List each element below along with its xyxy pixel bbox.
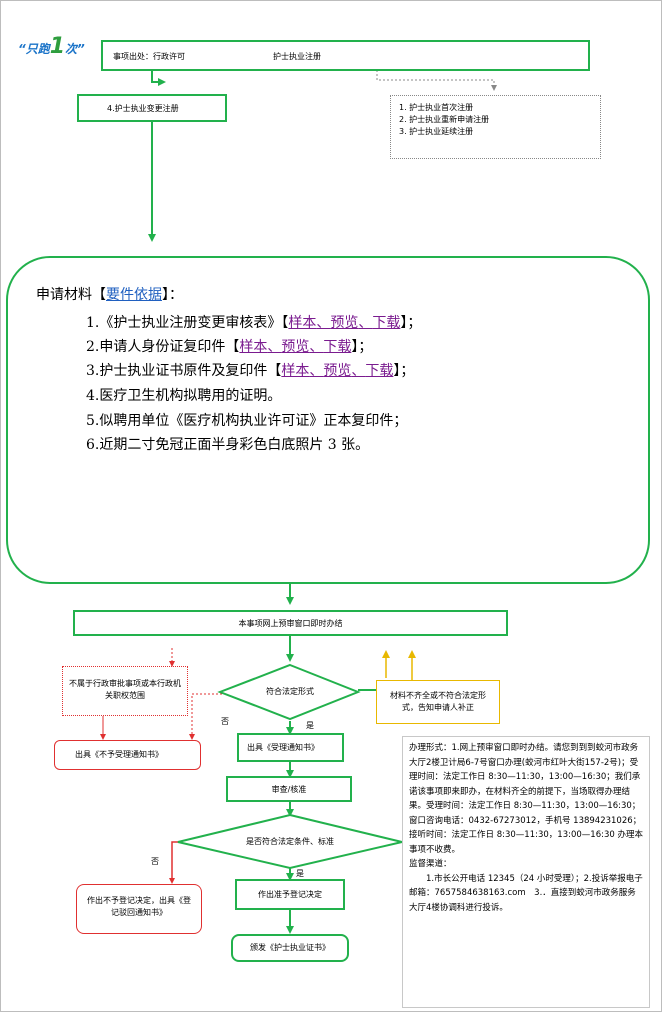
materials-title: 申请材料【要件依据】： bbox=[36, 287, 183, 303]
logo-text-pre: “只跑 bbox=[18, 42, 50, 56]
online-processing-label: 本事项网上预审窗口即时办结 bbox=[238, 619, 343, 628]
logo-number: 1 bbox=[49, 34, 66, 59]
decision2-no-label: 否 bbox=[151, 857, 159, 866]
approve-decision-box: 作出准予登记决定 bbox=[235, 879, 345, 910]
sample-link[interactable]: 样本 bbox=[281, 363, 310, 379]
review-box: 审查/核准 bbox=[226, 776, 352, 802]
material-item-6: 6.近期二寸免冠正面半身彩色白底照片 3 张。 bbox=[86, 437, 370, 453]
other-item[interactable]: 3. 护士执业延续注册 bbox=[399, 127, 474, 136]
connector-dotted-other bbox=[376, 70, 497, 91]
item-name: 护士执业注册 bbox=[273, 52, 321, 61]
sample-link[interactable]: 样本 bbox=[288, 315, 317, 331]
reject-notice-box: 出具《不予受理通知书》 bbox=[54, 740, 201, 770]
decision1-diamond bbox=[217, 663, 361, 721]
connector-decision1-no bbox=[189, 693, 222, 740]
header-bar: 事项出处：行政许可 护士执业注册 bbox=[101, 40, 590, 71]
info-supervision-channels: 1.市长公开电话 12345（24 小时受理）；2.投诉举报电子邮箱：76575… bbox=[409, 873, 643, 913]
info-processing: 办理形式：1.网上预审窗口即时办结。请您到到到蛟河市政务大厅2楼卫计局6-7号窗… bbox=[409, 743, 641, 811]
issue-certificate-label: 颁发《护士执业证书》 bbox=[250, 943, 330, 952]
materials-box: 申请材料【要件依据】： 1.《护士执业注册变更审核表》【样本、预览、下载】； 2… bbox=[6, 256, 650, 584]
preview-link[interactable]: 预览 bbox=[281, 339, 310, 355]
not-in-scope-label: 不属于行政审批事项或本行政机关职权范围 bbox=[69, 679, 181, 700]
other-item[interactable]: 1. 护士执业首次注册 bbox=[399, 103, 474, 112]
info-panel: 办理形式：1.网上预审窗口即时办结。请您到到到蛟河市政务大厅2楼卫计局6-7号窗… bbox=[402, 736, 650, 1008]
material-item-1: 1.《护士执业注册变更审核表》【样本、预览、下载】； bbox=[86, 315, 422, 331]
logo: “只跑1次” bbox=[18, 34, 88, 74]
material-item-3: 3.护士执业证书原件及复印件【样本、预览、下载】； bbox=[86, 363, 415, 379]
item-source-label: 事项出处：行政许可 bbox=[113, 52, 185, 61]
logo-text-post: 次” bbox=[65, 42, 85, 56]
current-item-label: 4.护士执业变更注册 bbox=[107, 104, 179, 113]
incomplete-materials-box: 材料不齐全或不符合法定形式，告知申请人补正 bbox=[376, 680, 500, 724]
decision2-yes-label: 是 bbox=[296, 869, 304, 878]
accept-notice-box: 出具《受理通知书》 bbox=[237, 733, 344, 762]
download-link[interactable]: 下载 bbox=[323, 339, 352, 355]
info-supervision-title: 监督渠道： bbox=[409, 859, 452, 869]
material-item-4: 4.医疗卫生机构拟聘用的证明。 bbox=[86, 388, 282, 404]
review-label: 审查/核准 bbox=[271, 785, 307, 794]
info-contact: 窗口咨询电话：0432-67273012，手机号 13894231026；接听时… bbox=[409, 815, 643, 855]
download-link[interactable]: 下载 bbox=[365, 363, 394, 379]
accept-notice-label: 出具《受理通知书》 bbox=[247, 743, 319, 752]
download-link[interactable]: 下载 bbox=[372, 315, 401, 331]
decision1-label: 符合法定形式 bbox=[266, 687, 314, 696]
requirements-basis-link[interactable]: 要件依据 bbox=[106, 287, 162, 303]
sample-link[interactable]: 样本 bbox=[239, 339, 268, 355]
reject-notice-label: 出具《不予受理通知书》 bbox=[75, 750, 163, 759]
preview-link[interactable]: 预览 bbox=[330, 315, 359, 331]
deny-decision-box: 作出不予登记决定，出具《登记驳回通知书》 bbox=[76, 884, 202, 934]
preview-link[interactable]: 预览 bbox=[323, 363, 352, 379]
connector-top-to-item bbox=[151, 70, 166, 86]
other-item[interactable]: 2. 护士执业重新申请注册 bbox=[399, 115, 490, 124]
incomplete-materials-label: 材料不齐全或不符合法定形式，告知申请人补正 bbox=[390, 691, 486, 712]
current-item-box[interactable]: 4.护士执业变更注册 bbox=[77, 94, 227, 122]
connector-decision2-no bbox=[169, 841, 178, 884]
approve-decision-label: 作出准予登记决定 bbox=[258, 890, 322, 899]
decision2-diamond bbox=[177, 813, 403, 870]
decision2-label: 是否符合法定条件、标准 bbox=[246, 837, 334, 846]
material-item-2: 2.申请人身份证复印件【样本、预览、下载】； bbox=[86, 339, 373, 355]
not-in-scope-box: 不属于行政审批事项或本行政机关职权范围 bbox=[62, 666, 188, 716]
decision1-no-label: 否 bbox=[221, 717, 229, 726]
online-processing-bar: 本事项网上预审窗口即时办结 bbox=[73, 610, 508, 636]
decision1-yes-label: 是 bbox=[306, 721, 314, 730]
material-item-5: 5.似聘用单位《医疗机构执业许可证》正本复印件； bbox=[86, 413, 408, 429]
deny-decision-label: 作出不予登记决定，出具《登记驳回通知书》 bbox=[87, 896, 191, 917]
issue-certificate-box: 颁发《护士执业证书》 bbox=[231, 934, 349, 962]
other-items-box: 1. 护士执业首次注册 2. 护士执业重新申请注册 3. 护士执业延续注册 bbox=[390, 95, 601, 159]
